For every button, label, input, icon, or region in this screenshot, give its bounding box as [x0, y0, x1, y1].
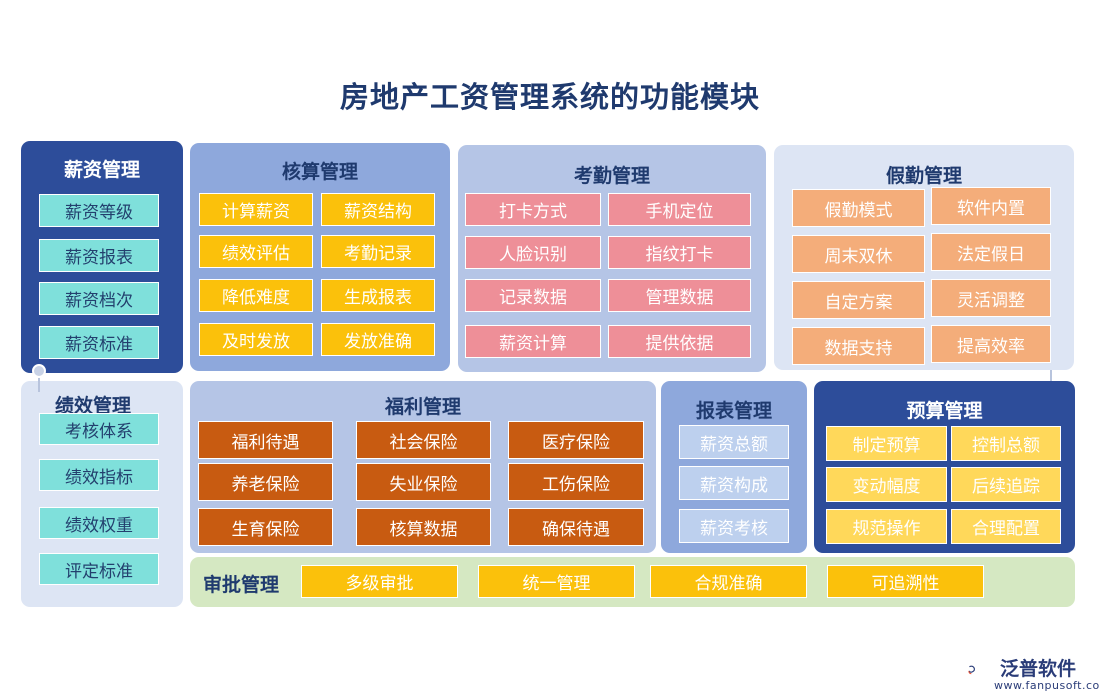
welfare-item: 确保待遇 [508, 508, 644, 546]
attendance-item: 管理数据 [608, 279, 751, 312]
budget-item: 后续追踪 [951, 467, 1061, 502]
report-item: 薪资总额 [679, 425, 789, 459]
accounting-item: 绩效评估 [199, 235, 313, 268]
welfare-item: 福利待遇 [198, 421, 333, 459]
performance-item: 绩效指标 [39, 459, 159, 491]
budget-item: 变动幅度 [826, 467, 947, 502]
budget-item: 合理配置 [951, 509, 1061, 544]
leave-item: 数据支持 [792, 327, 925, 365]
attendance-item: 人脸识别 [465, 236, 601, 269]
report-panel-title: 报表管理 [695, 400, 772, 422]
leave-item: 灵活调整 [931, 279, 1051, 317]
accounting-item: 降低难度 [199, 279, 313, 312]
approval-item: 统一管理 [478, 565, 635, 598]
approval-item: 合规准确 [650, 565, 807, 598]
salary-item: 薪资等级 [39, 194, 159, 227]
welfare-panel: 福利管理 福利待遇 社会保险 医疗保险 养老保险 失业保险 工伤保险 生育保险 … [190, 381, 656, 553]
approval-item: 多级审批 [301, 565, 458, 598]
budget-panel: 预算管理 制定预算 控制总额 变动幅度 后续追踪 规范操作 合理配置 [814, 381, 1075, 553]
welfare-item: 养老保险 [198, 463, 333, 501]
salary-panel: 薪资管理 薪资等级 薪资报表 薪资档次 薪资标准 [21, 141, 183, 373]
leave-item: 提高效率 [931, 325, 1051, 363]
connector-dot [32, 364, 46, 378]
attendance-item: 手机定位 [608, 193, 751, 226]
attendance-item: 薪资计算 [465, 325, 601, 358]
performance-panel-title: 绩效管理 [54, 395, 131, 417]
salary-item: 薪资标准 [39, 326, 159, 359]
budget-item: 制定预算 [826, 426, 947, 461]
connector-line [38, 366, 40, 392]
performance-item: 评定标准 [39, 553, 159, 585]
logo-name: 泛普软件 [1000, 658, 1077, 680]
attendance-item: 记录数据 [465, 279, 601, 312]
budget-item: 规范操作 [826, 509, 947, 544]
performance-item: 考核体系 [39, 413, 159, 445]
leave-item: 法定假日 [931, 233, 1051, 271]
welfare-item: 核算数据 [356, 508, 491, 546]
accounting-panel-title: 核算管理 [281, 161, 358, 183]
approval-panel-title: 审批管理 [203, 574, 280, 596]
budget-item: 控制总额 [951, 426, 1061, 461]
accounting-item: 考勤记录 [321, 235, 435, 268]
welfare-item: 生育保险 [198, 508, 333, 546]
report-item: 薪资构成 [679, 466, 789, 500]
report-panel: 报表管理 薪资总额 薪资构成 薪资考核 [661, 381, 807, 553]
attendance-item: 提供依据 [608, 325, 751, 358]
welfare-item: 工伤保险 [508, 463, 644, 501]
attendance-panel-title: 考勤管理 [573, 165, 650, 187]
salary-panel-title: 薪资管理 [63, 159, 140, 181]
leave-item: 假勤模式 [792, 189, 925, 227]
logo-url: www.fanpusoft.com [994, 679, 1100, 692]
leave-panel: 假勤管理 假勤模式 软件内置 周末双休 法定假日 自定方案 灵活调整 数据支持 … [774, 145, 1074, 370]
accounting-item: 计算薪资 [199, 193, 313, 226]
accounting-item: 薪资结构 [321, 193, 435, 226]
welfare-item: 医疗保险 [508, 421, 644, 459]
accounting-item: 及时发放 [199, 323, 313, 356]
leave-item: 软件内置 [931, 187, 1051, 225]
accounting-item: 生成报表 [321, 279, 435, 312]
accounting-item: 发放准确 [321, 323, 435, 356]
welfare-panel-title: 福利管理 [384, 396, 461, 418]
leave-item: 周末双休 [792, 235, 925, 273]
approval-item: 可追溯性 [827, 565, 984, 598]
attendance-item: 打卡方式 [465, 193, 601, 226]
performance-panel: 绩效管理 考核体系 绩效指标 绩效权重 评定标准 [21, 381, 183, 607]
salary-item: 薪资报表 [39, 239, 159, 272]
approval-panel: 审批管理 多级审批 统一管理 合规准确 可追溯性 [190, 557, 1075, 607]
salary-item: 薪资档次 [39, 282, 159, 315]
leave-panel-title: 假勤管理 [885, 165, 962, 187]
diagram-title: 房地产工资管理系统的功能模块 [339, 80, 760, 114]
leave-item: 自定方案 [792, 281, 925, 319]
budget-panel-title: 预算管理 [906, 400, 983, 422]
welfare-item: 社会保险 [356, 421, 491, 459]
performance-item: 绩效权重 [39, 507, 159, 539]
attendance-item: 指纹打卡 [608, 236, 751, 269]
welfare-item: 失业保险 [356, 463, 491, 501]
attendance-panel: 考勤管理 打卡方式 手机定位 人脸识别 指纹打卡 记录数据 管理数据 薪资计算 … [458, 145, 766, 372]
accounting-panel: 核算管理 计算薪资 薪资结构 绩效评估 考勤记录 降低难度 生成报表 及时发放 … [190, 143, 450, 371]
fanpu-logo-icon [968, 665, 976, 675]
report-item: 薪资考核 [679, 509, 789, 543]
